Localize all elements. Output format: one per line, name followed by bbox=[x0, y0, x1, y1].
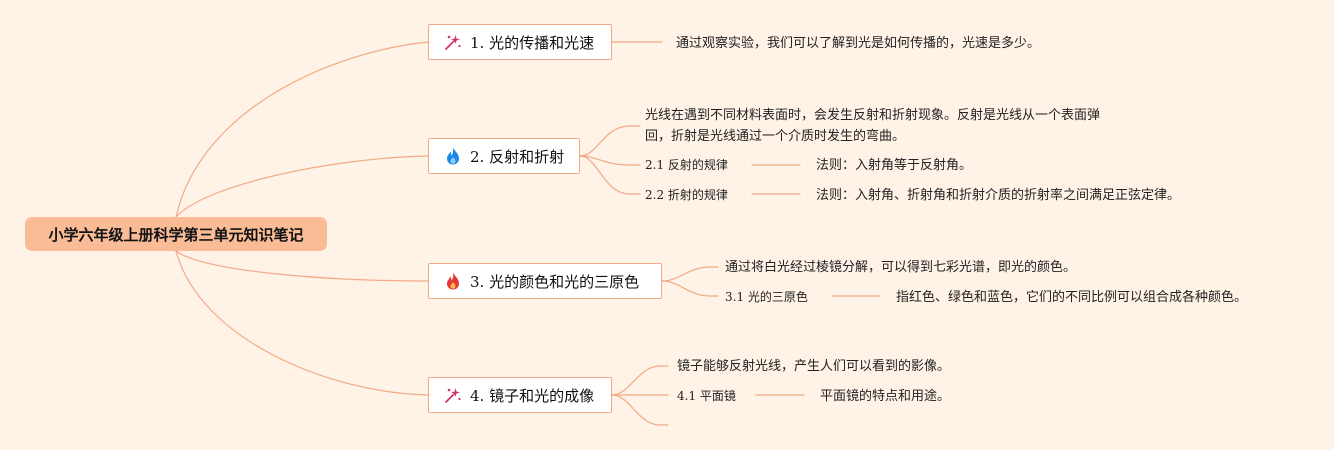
topic-2-note-line-1: 光线在遇到不同材料表面时，会发生反射和折射现象。反射是光线从一个表面弹 bbox=[645, 108, 1101, 123]
connector-topic-3-sub-1 bbox=[661, 280, 719, 297]
root-node[interactable]: 小学六年级上册科学第三单元知识笔记 bbox=[25, 217, 327, 251]
sub-node-2-1[interactable]: 2.1 反射的规律 bbox=[645, 158, 728, 172]
topic-label: 2. 反射和折射 bbox=[470, 147, 565, 166]
sub-2-2-detail: 法则：入射角、折射角和折射介质的折射率之间满足正弦定律。 bbox=[816, 188, 1181, 203]
topic-2-note-line-2: 回，折射是光线通过一个介质时发生的弯曲。 bbox=[645, 129, 906, 144]
topic-4-note: 镜子能够反射光线，产生人们可以看到的影像。 bbox=[677, 359, 951, 374]
topic-label: 4. 镜子和光的成像 bbox=[470, 386, 595, 405]
connector-topic-2-sub-1 bbox=[579, 155, 641, 166]
connector-root-topic-4 bbox=[175, 250, 429, 396]
sub-node-4-1[interactable]: 4.1 平面镜 bbox=[677, 389, 736, 403]
topic-label: 3. 光的颜色和光的三原色 bbox=[470, 272, 640, 291]
sub-2-1-detail: 法则：入射角等于反射角。 bbox=[816, 158, 973, 173]
sub-node-2-2[interactable]: 2.2 折射的规律 bbox=[645, 188, 728, 202]
topic-label: 1. 光的传播和光速 bbox=[470, 33, 595, 52]
connector-root-topic-2 bbox=[175, 155, 429, 218]
topic-node-4[interactable]: 4. 镜子和光的成像 bbox=[428, 377, 612, 413]
connector-topic-2-sub-2 bbox=[579, 155, 641, 195]
blue-flame-icon bbox=[447, 147, 459, 165]
sub-4-1-detail: 平面镜的特点和用途。 bbox=[820, 389, 951, 404]
topic-3-note: 通过将白光经过棱镜分解，可以得到七彩光谱，即光的颜色。 bbox=[725, 260, 1077, 275]
connector-topic-2-note bbox=[579, 125, 641, 157]
topic-node-2[interactable]: 2. 反射和折射 bbox=[428, 138, 580, 174]
sub-node-3-1[interactable]: 3.1 光的三原色 bbox=[725, 290, 808, 304]
sparkle-icon bbox=[445, 35, 461, 50]
topic-1-note: 通过观察实验，我们可以了解到光是如何传播的，光速是多少。 bbox=[676, 36, 1041, 51]
connector-topic-4-extra bbox=[611, 394, 669, 426]
sub-3-1-detail: 指红色、绿色和蓝色，它们的不同比例可以组合成各种颜色。 bbox=[896, 290, 1248, 305]
topic-node-3[interactable]: 3. 光的颜色和光的三原色 bbox=[428, 263, 662, 299]
connector-root-topic-3 bbox=[175, 250, 429, 282]
topic-node-1[interactable]: 1. 光的传播和光速 bbox=[428, 24, 612, 60]
connector-root-topic-1 bbox=[175, 41, 429, 218]
red-flame-icon bbox=[447, 272, 459, 290]
connector-topic-4-note bbox=[611, 365, 669, 396]
connector-topic-3-note bbox=[661, 266, 719, 282]
sparkle-icon bbox=[445, 388, 461, 403]
